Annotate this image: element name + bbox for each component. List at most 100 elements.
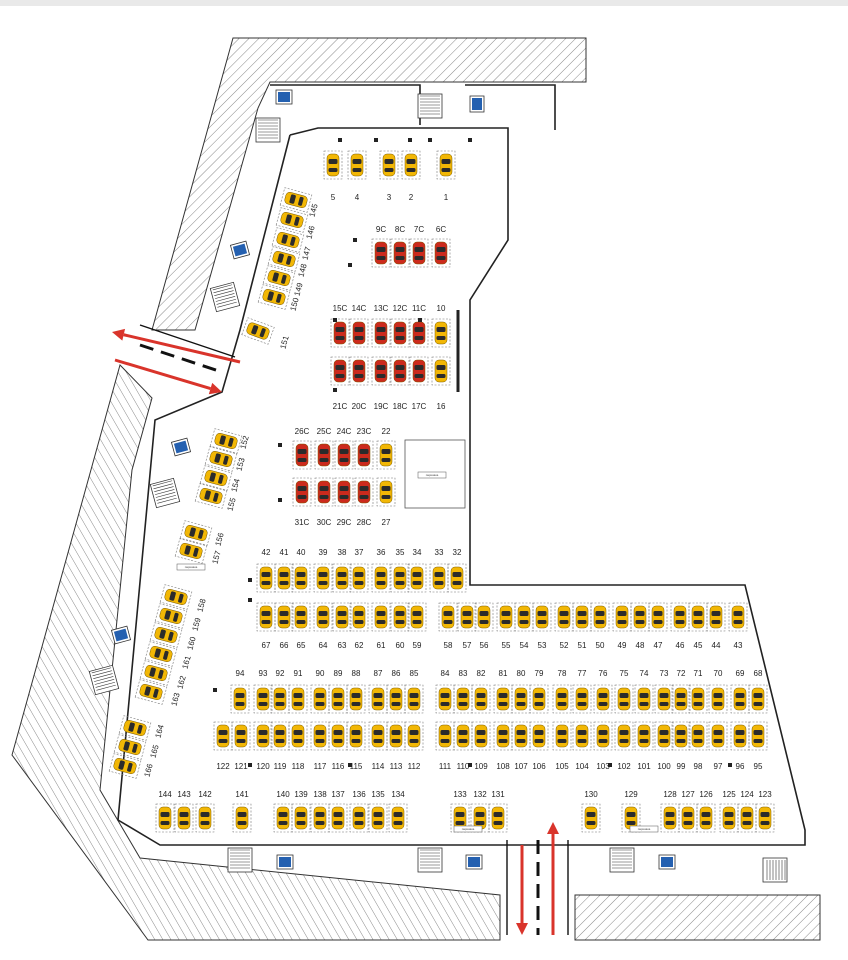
parking-spot-126[interactable] [696, 803, 716, 833]
parking-spot-25C[interactable] [314, 440, 334, 470]
parking-spot-24C[interactable] [334, 440, 354, 470]
parking-spot-141[interactable] [232, 803, 252, 833]
parking-spot-8C[interactable] [390, 238, 410, 268]
parking-spot-75[interactable] [614, 684, 634, 714]
parking-spot-114[interactable] [368, 721, 388, 751]
parking-spot-144[interactable] [155, 803, 175, 833]
parking-spot-155[interactable] [194, 483, 228, 509]
parking-spot-106[interactable] [529, 721, 549, 751]
parking-spot-143[interactable] [174, 803, 194, 833]
parking-spot-152[interactable] [209, 428, 243, 454]
parking-spot-90[interactable] [310, 684, 330, 714]
parking-spot-133[interactable] [450, 803, 470, 833]
parking-spot-83[interactable] [453, 684, 473, 714]
parking-spot-53[interactable] [532, 602, 552, 632]
parking-spot-41[interactable] [274, 563, 294, 593]
parking-spot-62[interactable] [349, 602, 369, 632]
parking-spot-47[interactable] [648, 602, 668, 632]
parking-spot-82[interactable] [471, 684, 491, 714]
parking-spot-120[interactable] [253, 721, 273, 751]
parking-spot-19C[interactable] [371, 356, 391, 386]
parking-spot-115[interactable] [346, 721, 366, 751]
parking-spot-34[interactable] [407, 563, 427, 593]
parking-spot-154[interactable] [199, 465, 233, 491]
parking-spot-11C[interactable] [409, 318, 429, 348]
parking-spot-9C[interactable] [371, 238, 391, 268]
parking-spot-158[interactable] [159, 584, 193, 610]
parking-spot-69[interactable] [730, 684, 750, 714]
parking-spot-121[interactable] [231, 721, 251, 751]
parking-spot-145[interactable] [279, 187, 313, 213]
parking-spot-89[interactable] [328, 684, 348, 714]
parking-spot-21C[interactable] [330, 356, 350, 386]
parking-spot-73[interactable] [654, 684, 674, 714]
parking-spot-29C[interactable] [334, 477, 354, 507]
parking-spot-70[interactable] [708, 684, 728, 714]
parking-spot-7C[interactable] [409, 238, 429, 268]
parking-spot-80[interactable] [511, 684, 531, 714]
parking-spot-118[interactable] [288, 721, 308, 751]
parking-spot-39[interactable] [313, 563, 333, 593]
parking-spot-112[interactable] [404, 721, 424, 751]
parking-spot-96[interactable] [730, 721, 750, 751]
parking-spot-17C[interactable] [409, 356, 429, 386]
parking-spot-40[interactable] [291, 563, 311, 593]
parking-spot-104[interactable] [572, 721, 592, 751]
parking-spot-165[interactable] [113, 734, 147, 760]
parking-spot-111[interactable] [435, 721, 455, 751]
parking-spot-105[interactable] [552, 721, 572, 751]
parking-spot-85[interactable] [404, 684, 424, 714]
parking-spot-1[interactable] [436, 150, 456, 180]
parking-spot-30C[interactable] [314, 477, 334, 507]
parking-spot-134[interactable] [388, 803, 408, 833]
parking-spot-12C[interactable] [390, 318, 410, 348]
parking-spot-164[interactable] [118, 715, 152, 741]
parking-spot-87[interactable] [368, 684, 388, 714]
parking-spot-98[interactable] [688, 721, 708, 751]
parking-spot-66[interactable] [274, 602, 294, 632]
parking-spot-119[interactable] [270, 721, 290, 751]
parking-spot-48[interactable] [630, 602, 650, 632]
parking-spot-153[interactable] [204, 446, 238, 472]
parking-spot-65[interactable] [291, 602, 311, 632]
parking-spot-28C[interactable] [354, 477, 374, 507]
parking-spot-5[interactable] [323, 150, 343, 180]
parking-spot-79[interactable] [529, 684, 549, 714]
parking-spot-44[interactable] [706, 602, 726, 632]
parking-spot-91[interactable] [288, 684, 308, 714]
parking-spot-78[interactable] [552, 684, 572, 714]
parking-spot-95[interactable] [748, 721, 768, 751]
parking-spot-131[interactable] [488, 803, 508, 833]
parking-spot-20C[interactable] [349, 356, 369, 386]
parking-spot-10[interactable] [431, 318, 451, 348]
parking-spot-63[interactable] [332, 602, 352, 632]
parking-spot-2[interactable] [401, 150, 421, 180]
parking-spot-113[interactable] [386, 721, 406, 751]
parking-spot-123[interactable] [755, 803, 775, 833]
parking-spot-46[interactable] [670, 602, 690, 632]
parking-spot-110[interactable] [453, 721, 473, 751]
parking-spot-146[interactable] [275, 207, 309, 233]
parking-spot-147[interactable] [271, 227, 305, 253]
parking-spot-51[interactable] [572, 602, 592, 632]
parking-spot-58[interactable] [438, 602, 458, 632]
parking-spot-99[interactable] [671, 721, 691, 751]
parking-spot-162[interactable] [139, 660, 173, 686]
parking-spot-27[interactable] [376, 477, 396, 507]
parking-spot-76[interactable] [593, 684, 613, 714]
parking-spot-18C[interactable] [390, 356, 410, 386]
parking-spot-56[interactable] [474, 602, 494, 632]
parking-spot-15C[interactable] [330, 318, 350, 348]
parking-spot-102[interactable] [614, 721, 634, 751]
parking-spot-57[interactable] [457, 602, 477, 632]
parking-spot-77[interactable] [572, 684, 592, 714]
parking-spot-84[interactable] [435, 684, 455, 714]
parking-spot-4[interactable] [347, 150, 367, 180]
parking-spot-138[interactable] [310, 803, 330, 833]
parking-spot-54[interactable] [514, 602, 534, 632]
parking-spot-55[interactable] [496, 602, 516, 632]
parking-spot-159[interactable] [154, 603, 188, 629]
parking-spot-137[interactable] [328, 803, 348, 833]
parking-spot-101[interactable] [634, 721, 654, 751]
parking-spot-60[interactable] [390, 602, 410, 632]
